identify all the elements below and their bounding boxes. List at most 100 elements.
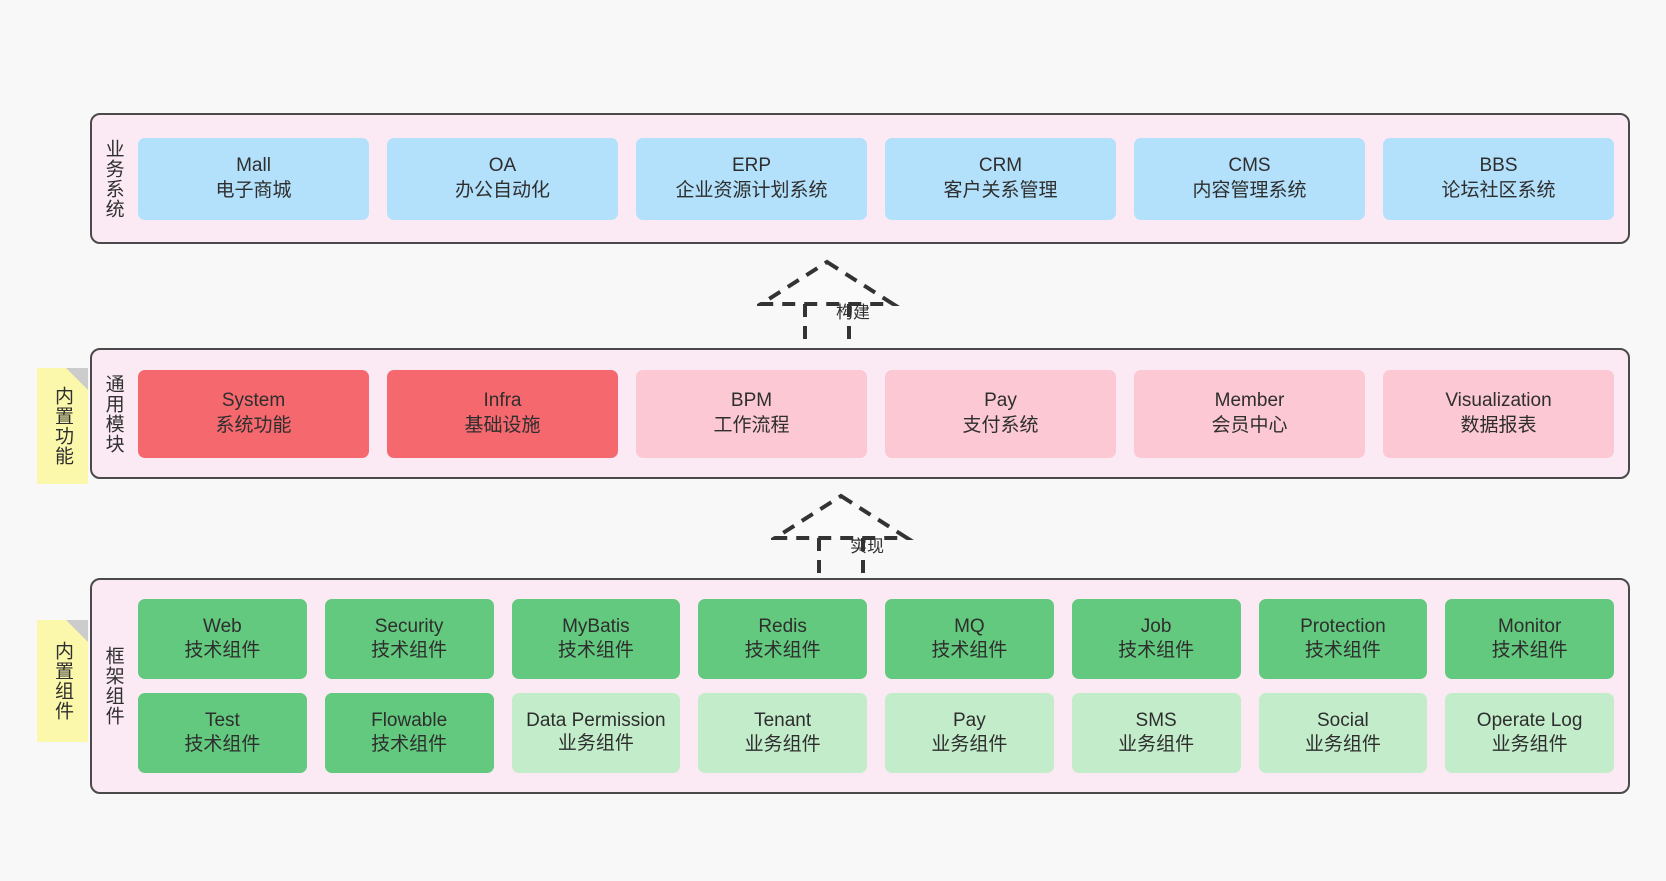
card-subtitle: 办公自动化 — [454, 179, 550, 201]
layer-title-business-system: 业务系统 — [102, 138, 124, 219]
connector-implement: 实现 — [771, 492, 921, 584]
card-security[interactable]: Security 技术组件 — [324, 599, 494, 679]
sticky-note-label: 内置组件 — [52, 641, 73, 721]
sticky-note-builtin-function: 内置功能 — [37, 368, 88, 484]
card-oa[interactable]: OA 办公自动化 — [387, 137, 618, 220]
card-protection[interactable]: Protection 技术组件 — [1258, 599, 1428, 679]
card-title: Social — [1317, 709, 1369, 731]
card-title: Data Permission — [526, 709, 666, 731]
card-social[interactable]: Social 业务组件 — [1258, 693, 1428, 773]
card-subtitle: 技术组件 — [1304, 640, 1381, 661]
card-subtitle: 会员中心 — [1211, 414, 1288, 436]
card-row: Web 技术组件 Security 技术组件 MyBatis 技术组件 Redi… — [138, 599, 1614, 679]
implement-arrow-icon — [771, 493, 914, 584]
sticky-note-builtin-component: 内置组件 — [37, 620, 88, 742]
card-subtitle: 技术组件 — [371, 640, 448, 661]
card-mybatis[interactable]: MyBatis 技术组件 — [511, 599, 681, 679]
card-title: MQ — [954, 615, 985, 637]
card-visualization[interactable]: Visualization 数据报表 — [1383, 369, 1614, 458]
card-pay-business[interactable]: Pay 业务组件 — [885, 693, 1054, 773]
card-mq[interactable]: MQ 技术组件 — [885, 599, 1054, 679]
card-title: BBS — [1479, 155, 1518, 177]
card-title: Job — [1140, 615, 1172, 637]
card-title: Redis — [758, 615, 807, 637]
card-infra[interactable]: Infra 基础设施 — [387, 369, 618, 458]
card-subtitle: 业务组件 — [744, 734, 821, 755]
card-subtitle: 技术组件 — [744, 640, 821, 661]
card-subtitle: 数据报表 — [1460, 414, 1537, 436]
card-flowable[interactable]: Flowable 技术组件 — [324, 693, 494, 773]
card-title: ERP — [731, 155, 772, 177]
card-title: Operate Log — [1476, 709, 1583, 731]
sticky-note-label: 内置功能 — [52, 386, 73, 466]
card-redis[interactable]: Redis 技术组件 — [698, 599, 867, 679]
card-operate-log[interactable]: Operate Log 业务组件 — [1445, 693, 1614, 773]
card-subtitle: 系统功能 — [215, 414, 292, 436]
card-sms[interactable]: SMS 业务组件 — [1071, 693, 1241, 773]
card-row: Test 技术组件 Flowable 技术组件 Data Permission … — [138, 693, 1614, 773]
card-subtitle: 企业资源计划系统 — [675, 179, 828, 201]
card-row: Mall 电子商城 OA 办公自动化 ERP 企业资源计划系统 CRM 客户关系… — [138, 137, 1614, 220]
card-subtitle: 技术组件 — [1491, 640, 1568, 661]
note-fold-icon — [66, 620, 88, 642]
card-title: Security — [374, 615, 444, 637]
card-title: Test — [204, 709, 240, 731]
layer-title-framework-component: 框架组件 — [102, 646, 124, 726]
card-tenant[interactable]: Tenant 业务组件 — [698, 693, 867, 773]
card-subtitle: 业务组件 — [931, 734, 1008, 755]
card-title: Monitor — [1497, 615, 1562, 637]
card-subtitle: 客户关系管理 — [943, 179, 1058, 201]
card-title: Pay — [984, 390, 1017, 412]
card-mall[interactable]: Mall 电子商城 — [138, 137, 369, 220]
layer-title-common-module: 通用模块 — [102, 373, 124, 454]
layer-body-business-system: Mall 电子商城 OA 办公自动化 ERP 企业资源计划系统 CRM 客户关系… — [134, 115, 1628, 242]
card-subtitle: 业务组件 — [557, 733, 634, 755]
card-title: MyBatis — [562, 615, 630, 637]
build-arrow-icon — [757, 259, 900, 350]
card-title: Mall — [236, 155, 271, 177]
card-title: Tenant — [754, 709, 812, 731]
card-title: Visualization — [1445, 390, 1552, 412]
card-subtitle: 业务组件 — [1304, 734, 1381, 755]
connector-build-label: 构建 — [836, 303, 870, 322]
card-monitor[interactable]: Monitor 技术组件 — [1445, 599, 1614, 679]
layer-framework-component: 框架组件 Web 技术组件 Security 技术组件 MyBatis 技术组件… — [90, 578, 1630, 794]
card-subtitle: 工作流程 — [713, 414, 790, 436]
card-subtitle: 内容管理系统 — [1192, 179, 1307, 201]
layer-common-module: 通用模块 System 系统功能 Infra 基础设施 BPM 工作流程 Pay… — [90, 348, 1630, 479]
layer-business-system: 业务系统 Mall 电子商城 OA 办公自动化 ERP 企业资源计划系统 CRM… — [90, 113, 1630, 244]
card-job[interactable]: Job 技术组件 — [1071, 599, 1241, 679]
card-title: CRM — [978, 155, 1023, 177]
layer-body-common-module: System 系统功能 Infra 基础设施 BPM 工作流程 Pay 支付系统… — [134, 350, 1628, 477]
card-member[interactable]: Member 会员中心 — [1134, 369, 1365, 458]
card-test[interactable]: Test 技术组件 — [138, 693, 307, 773]
card-bpm[interactable]: BPM 工作流程 — [636, 369, 867, 458]
card-subtitle: 业务组件 — [1118, 734, 1195, 755]
card-title: Flowable — [371, 709, 448, 731]
card-bbs[interactable]: BBS 论坛社区系统 — [1383, 137, 1614, 220]
connector-implement-label: 实现 — [850, 537, 884, 556]
card-title: Web — [203, 615, 242, 637]
connector-build: 构建 — [757, 258, 907, 350]
card-title: Infra — [483, 390, 522, 412]
card-subtitle: 基础设施 — [464, 414, 541, 436]
card-pay[interactable]: Pay 支付系统 — [885, 369, 1116, 458]
card-title: OA — [488, 155, 517, 177]
card-title: SMS — [1135, 709, 1177, 731]
card-cms[interactable]: CMS 内容管理系统 — [1134, 137, 1365, 220]
card-data-permission[interactable]: Data Permission 业务组件 — [511, 693, 681, 773]
card-row: System 系统功能 Infra 基础设施 BPM 工作流程 Pay 支付系统… — [138, 369, 1614, 458]
card-title: System — [221, 390, 286, 412]
card-title: Member — [1214, 390, 1285, 412]
card-erp[interactable]: ERP 企业资源计划系统 — [636, 137, 867, 220]
card-crm[interactable]: CRM 客户关系管理 — [885, 137, 1116, 220]
card-subtitle: 电子商城 — [215, 179, 292, 201]
layer-body-framework-component: Web 技术组件 Security 技术组件 MyBatis 技术组件 Redi… — [134, 580, 1628, 792]
card-title: Protection — [1300, 615, 1386, 637]
card-subtitle: 技术组件 — [557, 640, 634, 661]
card-web[interactable]: Web 技术组件 — [138, 599, 307, 679]
card-title: Pay — [953, 709, 986, 731]
card-title: BPM — [730, 390, 773, 412]
card-system[interactable]: System 系统功能 — [138, 369, 369, 458]
